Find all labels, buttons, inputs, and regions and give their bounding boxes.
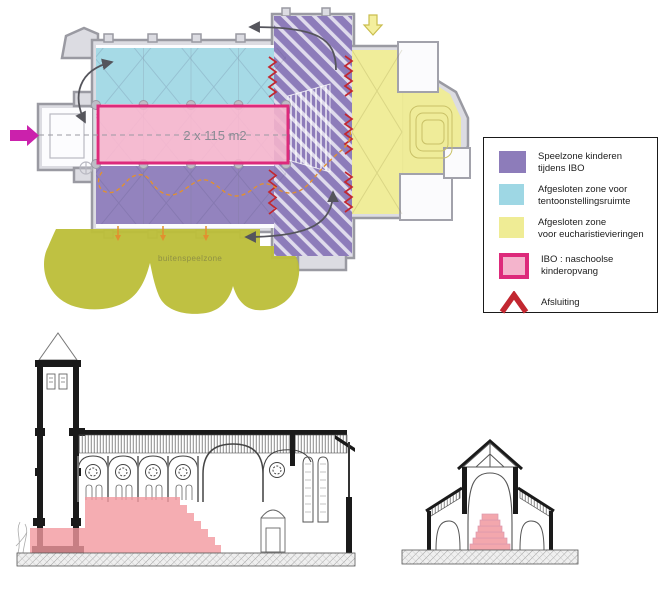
down-arrow-icon	[160, 226, 166, 241]
outdoor-play-zone	[44, 229, 300, 314]
tentoonstelling-swatch-icon	[499, 184, 524, 205]
longitudinal-section	[15, 332, 356, 567]
ibo-volume-cross	[469, 513, 511, 551]
choir-access-arrow-icon	[362, 14, 384, 36]
choir-windows	[302, 456, 329, 523]
legend-item-tentoonstelling: Afgesloten zone voor tentoonstellingsrui…	[499, 183, 651, 207]
tree-sketch	[15, 521, 28, 554]
sacristy-rooms	[397, 41, 471, 221]
circulation-arrows	[75, 21, 339, 243]
legend-item-afsluiting: Afsluiting	[499, 291, 651, 315]
ground-hatch	[16, 552, 356, 567]
legend-label: tijdens IBO	[538, 162, 585, 174]
ibo-volume-section	[30, 497, 221, 553]
legend-label: kinderopvang	[541, 265, 599, 277]
legend-item-speelzone: Speelzone kinderen tijdens IBO	[499, 150, 651, 174]
crossing-post	[290, 430, 295, 466]
south-porch	[296, 252, 348, 272]
altar-elevation	[260, 509, 286, 553]
legend-item-eucharistie: Afgesloten zone voor eucharistievieringe…	[499, 216, 651, 240]
legend-label: Afsluiting	[541, 297, 580, 308]
legend-label: voor eucharistievieringen	[538, 228, 644, 240]
outdoor-zone-label: buitenspeelzone	[158, 254, 222, 263]
ibo-area-label: 2 x 115 m2	[183, 128, 246, 143]
zone-eucharist-choir	[352, 50, 402, 214]
legend-label: Speelzone kinderen	[538, 151, 622, 162]
section-linework	[15, 332, 355, 554]
legend-label: Afgesloten zone voor	[538, 184, 628, 195]
afsluiting-icon	[343, 171, 354, 213]
tower-walls	[32, 360, 85, 553]
roof-ridge	[79, 430, 347, 435]
arcade-columns	[77, 456, 199, 502]
tower-spire	[38, 332, 78, 361]
ibo-swatch-icon	[499, 253, 529, 279]
altar-steps	[409, 105, 453, 159]
nave-arch	[467, 472, 513, 550]
flow-arrow-top-exit	[248, 21, 337, 71]
speelzone-swatch-icon	[499, 151, 526, 173]
legend: Speelzone kinderen tijdens IBO Afgeslote…	[483, 137, 658, 315]
flow-arrow-garden	[244, 190, 339, 243]
legend-item-ibo: IBO : naschoolse kinderopvang	[499, 253, 651, 279]
legend-label: Afgesloten zone	[538, 217, 607, 228]
flow-arrow-entrance	[75, 58, 114, 124]
gable-roof	[457, 439, 523, 471]
tower-interior-lines	[49, 113, 93, 175]
eucharistie-swatch-icon	[499, 217, 524, 238]
cross-section	[401, 439, 579, 565]
floor-plan: buitenspeelzone	[10, 7, 471, 314]
afsluiting-icon	[343, 113, 354, 155]
crossing-stairs	[287, 83, 331, 173]
legend-label: IBO : naschoolse	[541, 254, 614, 265]
afsluiting-chevron-icon	[499, 291, 529, 314]
afsluiting-icon	[267, 56, 278, 98]
roof-truss	[461, 442, 519, 468]
down-arrow-icon	[203, 226, 209, 241]
garden-exit-arrows	[115, 226, 209, 241]
down-arrow-icon	[115, 226, 121, 241]
lancet-windows	[85, 484, 193, 500]
entrance-arrow-icon	[10, 125, 39, 146]
ground-hatch	[401, 549, 579, 565]
afsluiting-icon	[343, 55, 354, 97]
cross-section-linework	[425, 439, 555, 551]
tower-windows	[46, 373, 68, 390]
legend-label: tentoonstellingsruimte	[538, 195, 631, 207]
play-route-path	[97, 129, 352, 197]
rose-windows	[85, 462, 285, 480]
